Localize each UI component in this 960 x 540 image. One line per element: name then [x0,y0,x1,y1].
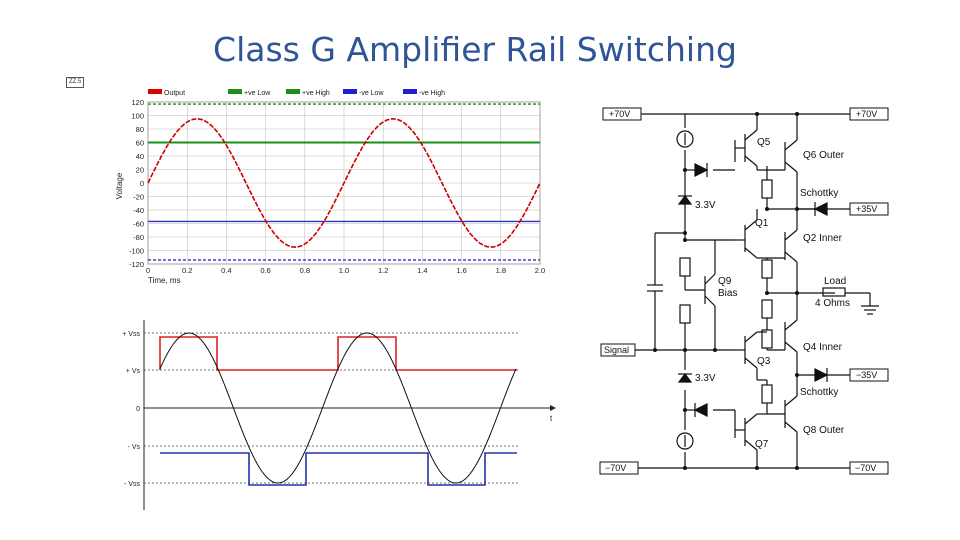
svg-text:−35V: −35V [856,370,877,380]
level-label: 0 [136,406,140,413]
x-tick-label: 1.0 [339,266,349,275]
load-label: Load [824,276,846,287]
rail-lines [148,103,540,261]
rail-switching-diagram: t + Vss + Vs 0 - Vs - Vss [122,320,556,510]
y-tick-label: -80 [133,233,144,242]
x-tick-label: 0.2 [182,266,192,275]
positive-rail-trace [159,336,517,371]
legend-label: Output [164,90,185,97]
x-tick-label: 0.6 [260,266,270,275]
q9-label: Q9 [718,276,732,287]
x-axis-label: Time, ms [148,276,181,285]
q1-label: Q1 [755,218,769,229]
zener-top [677,195,693,205]
current-source-bottom [676,432,694,450]
level-label: + Vss [122,331,140,338]
svg-text:−70V: −70V [605,463,626,473]
x-tick-label: 1.2 [378,266,388,275]
zener-bottom-label: 3.3V [695,373,716,384]
zener-top-label: 3.3V [695,200,716,211]
x-tick-label: 0 [146,266,150,275]
legend-swatch [343,89,357,94]
legend-swatch [148,89,162,94]
level-label: + Vs [126,368,141,375]
x-tick-label: 0.4 [221,266,231,275]
svg-text:+70V: +70V [609,109,630,119]
y-tick-label: -20 [133,193,144,202]
simulation-plot: Output +ve Low +ve High -ve Low -ve High 120… [115,89,545,285]
schottky-bottom-label: Schottky [800,387,838,398]
legend-swatch [403,89,417,94]
class-g-schematic: +70V +70V +35V −35V −70V −70V Signal Q5 … [599,107,889,475]
y-tick-label: 100 [131,112,144,121]
ohms-label: 4 Ohms [815,298,850,309]
legend-label: -ve Low [359,90,384,97]
current-source-top [676,130,694,148]
y-tick-label: 80 [136,125,144,134]
y-tick-label: 20 [136,166,144,175]
y-axis-label: Voltage [115,172,124,199]
y-tick-label: 40 [136,152,144,161]
level-label: - Vs [128,444,141,451]
q6-label: Q6 Outer [803,150,845,161]
signal-sine [159,332,517,484]
svg-text:Signal: Signal [604,345,629,355]
schottky-bottom-diode [814,368,829,382]
svg-text:+35V: +35V [856,204,877,214]
diode-top [694,163,709,177]
legend-label: +ve High [302,90,330,97]
y-tick-label: -60 [133,220,144,229]
rail-tag-m70-right [849,461,889,475]
level-labels: + Vss + Vs 0 - Vs - Vss [122,331,140,488]
time-axis-arrow [550,405,556,411]
y-tick-label: -120 [129,260,144,269]
x-tick-labels: 0 0.2 0.4 0.6 0.8 1.0 1.2 1.4 1.6 1.8 2.0 [146,266,545,275]
y-tick-label: 60 [136,139,144,148]
rail-tag-m70-left [599,461,639,475]
corner-label: ZZ.5 [66,77,84,88]
x-tick-label: 1.4 [417,266,427,275]
rail-tag-p35 [849,202,889,216]
negative-rail-trace [160,452,517,486]
legend-label: -ve High [419,90,445,97]
schottky-top-diode [813,202,828,216]
q5-label: Q5 [757,137,771,148]
rail-tag-p70-left [602,107,642,121]
q7-label: Q7 [755,439,769,450]
t-label: t [550,414,553,423]
plot-legend: Output +ve Low +ve High -ve Low -ve High [148,89,445,97]
diode-bottom [693,403,708,417]
x-tick-label: 1.6 [456,266,466,275]
rail-tag-m35 [849,368,889,382]
legend-swatch [228,89,242,94]
schottky-top-label: Schottky [800,188,838,199]
legend-swatch [286,89,300,94]
q2-label: Q2 Inner [803,233,843,244]
x-tick-label: 2.0 [535,266,545,275]
q4-label: Q4 Inner [803,342,843,353]
slide-title: Class G Amplifier Rail Switching [213,30,737,69]
y-tick-label: -40 [133,206,144,215]
x-tick-label: 1.8 [496,266,506,275]
signal-tag [600,343,636,357]
svg-text:+70V: +70V [856,109,877,119]
bias-label: Bias [718,288,737,299]
level-label: - Vss [124,481,140,488]
q8-label: Q8 Outer [803,425,845,436]
output-waveform [147,118,541,248]
svg-text:−70V: −70V [855,463,876,473]
y-tick-labels: 120 100 80 60 40 20 0 -20 -40 -60 -80 -100 -120 [129,98,144,269]
y-tick-label: 0 [140,179,144,188]
y-tick-label: 120 [131,98,144,107]
q3-label: Q3 [757,356,771,367]
legend-label: +ve Low [244,90,271,97]
y-tick-label: -100 [129,247,144,256]
zener-bottom [677,373,693,383]
rail-tag-p70-right [849,107,889,121]
x-tick-label: 0.8 [300,266,310,275]
